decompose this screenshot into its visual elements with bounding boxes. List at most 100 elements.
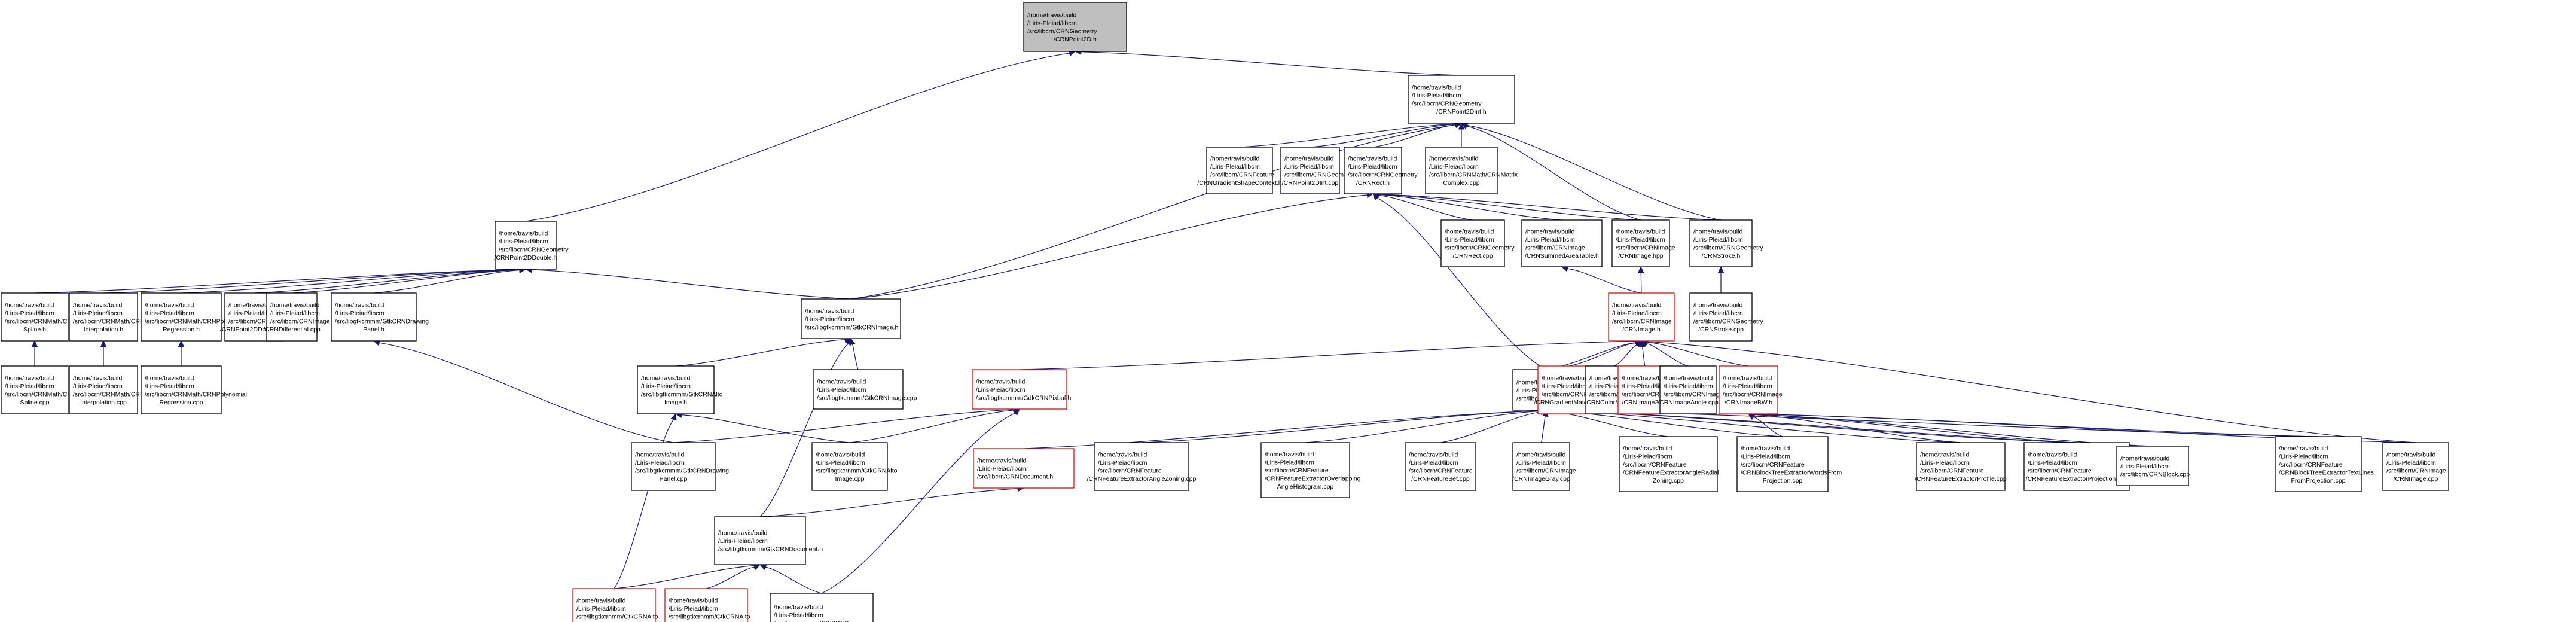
node-label-line: AngleHistogram.cpp [1277,483,1334,490]
node-box [1608,292,1675,342]
edge-line [759,488,1018,517]
file-node-p2di[interactable]: /home/travis/build/Liris-Pleiad/libcrn/s… [1408,75,1515,124]
file-node-p2dd[interactable]: /home/travis/build/Liris-Pleiad/libcrn/s… [494,221,569,270]
file-node-rectcpp[interactable]: /home/travis/build/Liris-Pleiad/libcrn/s… [1440,219,1515,267]
node-box [69,292,138,342]
node-label-line: /Liris-Pleiad/libcrn [816,459,865,466]
node-label-line: /home/travis/build [1284,156,1333,163]
node-box [972,369,1067,410]
file-node-btwords[interactable]: /home/travis/build/Liris-Pleiad/libcrn/s… [1736,436,1842,492]
node-label-line: /home/travis/build [1664,375,1713,382]
node-label-line: /home/travis/build [1098,452,1147,459]
dependency-edge [1074,48,1462,76]
file-node-imghpp[interactable]: /home/travis/build/Liris-Pleiad/libcrn/s… [1611,219,1675,267]
edge-line [706,566,755,589]
node-box [1,292,69,342]
file-node-gimgcpp[interactable]: /home/travis/build/Liris-Pleiad/libcrn/s… [813,369,917,410]
node-label-line: /home/travis/build [816,452,865,459]
file-node-gdoc[interactable]: /home/travis/build/Liris-Pleiad/libcrn/s… [714,516,823,565]
edge-line [254,269,520,294]
edge-line [1081,51,1462,76]
node-box [572,588,656,622]
edge-line [34,269,520,294]
edge-line [103,269,520,294]
file-node-imgangle[interactable]: /home/travis/build/Liris-Pleiad/libcrn/s… [1658,365,1723,414]
file-node-galtoimgcpp[interactable]: /home/travis/build/Liris-Pleiad/libcrn/s… [811,442,898,491]
file-node-strokecpp[interactable]: /home/travis/build/Liris-Pleiad/libcrn/s… [1689,292,1763,342]
node-label-line: /Liris-Pleiad/libcrn [1210,163,1260,170]
node-box [973,448,1075,489]
node-box [801,298,901,339]
file-node-gdoccpp[interactable]: /home/travis/build/Liris-Pleiad/libcrn/s… [770,593,885,622]
edge-line [675,339,846,367]
edge-line [1647,341,2416,443]
node-label-line: /CRNPoint2D.h [1054,36,1097,43]
file-node-gsc[interactable]: /home/travis/build/Liris-Pleiad/libcrn/s… [1197,147,1282,194]
edge-line [1378,194,1722,221]
file-node-galtoimg[interactable]: /home/travis/build/Liris-Pleiad/libcrn/s… [637,365,723,414]
file-node-sat[interactable]: /home/travis/build/Liris-Pleiad/libcrn/s… [1521,219,1603,267]
file-node-imgbw[interactable]: /home/travis/build/Liris-Pleiad/libcrn/s… [1719,365,1783,414]
file-node-doc[interactable]: /home/travis/build/Liris-Pleiad/libcrn/s… [973,448,1075,489]
node-box [2275,436,2362,492]
node-label-line: /home/travis/build [1409,452,1458,459]
node-label-line: /home/travis/build [669,597,718,605]
node-label-line: /Liris-Pleiad/libcrn [1693,236,1743,243]
file-node-galtodoc[interactable]: /home/travis/build/Liris-Pleiad/libcrn/s… [572,588,658,622]
node-box [2023,442,2130,491]
arrowhead-icon [1372,193,1380,201]
file-node-imgh[interactable]: /home/travis/build/Liris-Pleiad/libcrn/s… [1608,292,1675,342]
arrowhead-icon [845,337,851,346]
node-label-line: /src/libcrn/CRNMath/CRNPolynomial [145,318,247,325]
node-box [631,442,716,491]
edge-line [291,269,520,294]
file-node-faz[interactable]: /home/travis/build/Liris-Pleiad/libcrn/s… [1087,442,1197,491]
file-node-linear[interactable]: /home/travis/build/Liris-Pleiad/libcrn/s… [69,292,162,342]
node-label-line: /src/libcrn/CRNFeature [2279,461,2343,468]
node-label-line: /src/libgtkcrnmm/GtkCRNDrawing [635,468,729,475]
file-node-cubiccpp[interactable]: /home/travis/build/Liris-Pleiad/libcrn/s… [1,365,92,414]
node-label-line: /src/libgtkcrnmm/GtkCRNDocument.cpp [774,620,885,622]
file-node-blockcpp[interactable]: /home/travis/build/Liris-Pleiad/libcrn/s… [2116,446,2190,486]
file-node-polycpp[interactable]: /home/travis/build/Liris-Pleiad/libcrn/s… [141,365,247,414]
edge-line [1378,194,1473,221]
file-node-mcomplex[interactable]: /home/travis/build/Liris-Pleiad/libcrn/s… [1425,147,1518,194]
file-node-pixbuf[interactable]: /home/travis/build/Liris-Pleiad/libcrn/s… [972,369,1071,410]
file-node-imgcpp[interactable]: /home/travis/build/Liris-Pleiad/libcrn/s… [2382,442,2449,491]
edge-line [821,413,1015,594]
node-label-line: /src/libcrn/CRNImage [1723,391,1783,398]
file-node-stroke[interactable]: /home/travis/build/Liris-Pleiad/libcrn/s… [1689,219,1763,267]
node-label-line: /src/libcrn/CRNGeometry [1445,245,1515,252]
file-node-fprofile[interactable]: /home/travis/build/Liris-Pleiad/libcrn/s… [1915,442,2007,491]
edge-line [1019,340,1636,370]
file-node-poly[interactable]: /home/travis/build/Liris-Pleiad/libcrn/s… [141,292,247,342]
file-node-p2dicpp[interactable]: /home/travis/build/Liris-Pleiad/libcrn/s… [1280,147,1354,194]
node-box [1425,147,1498,194]
node-label-line: /Liris-Pleiad/libcrn [1284,163,1334,170]
node-label-line: Complex.cpp [1443,179,1479,187]
dependency-edge [759,564,822,594]
node-label-line: /src/libcrn/CRNMath/CRNLinear [73,318,162,325]
file-node-gimg[interactable]: /home/travis/build/Liris-Pleiad/libcrn/s… [801,298,901,339]
dependency-edge [759,337,851,517]
dependency-edge [524,266,851,300]
file-node-fset[interactable]: /home/travis/build/Liris-Pleiad/libcrn/s… [1405,442,1476,491]
dependency-edge [1614,340,1642,367]
file-node-btlines[interactable]: /home/travis/build/Liris-Pleiad/libcrn/s… [2275,436,2374,492]
file-node-fproj[interactable]: /home/travis/build/Liris-Pleiad/libcrn/s… [2023,442,2130,491]
file-node-diff[interactable]: /home/travis/build/Liris-Pleiad/libcrn/s… [263,292,330,342]
file-node-gdrawpcpp[interactable]: /home/travis/build/Liris-Pleiad/libcrn/s… [631,442,729,491]
node-label-line: Projection.cpp [1763,477,1803,484]
file-node-galtodisp[interactable]: /home/travis/build/Liris-Pleiad/libcrn/s… [664,588,750,622]
file-node-linearcpp[interactable]: /home/travis/build/Liris-Pleiad/libcrn/s… [69,365,162,414]
edge-line [1310,123,1456,148]
node-label-line: /src/libgtkcrnmm/GtkCRNAlto [669,614,750,621]
dependency-edge [614,413,677,589]
node-label-line: /Liris-Pleiad/libcrn [2386,459,2436,466]
file-node-rect[interactable]: /home/travis/build/Liris-Pleiad/libcrn/s… [1344,147,1418,194]
file-node-foah[interactable]: /home/travis/build/Liris-Pleiad/libcrn/s… [1260,442,1361,498]
file-node-farz[interactable]: /home/travis/build/Liris-Pleiad/libcrn/s… [1619,436,1719,492]
file-node-imggray[interactable]: /home/travis/build/Liris-Pleiad/libcrn/s… [1512,442,1576,491]
node-box [331,292,417,342]
file-node-gdrawp[interactable]: /home/travis/build/Liris-Pleiad/libcrn/s… [331,292,429,342]
